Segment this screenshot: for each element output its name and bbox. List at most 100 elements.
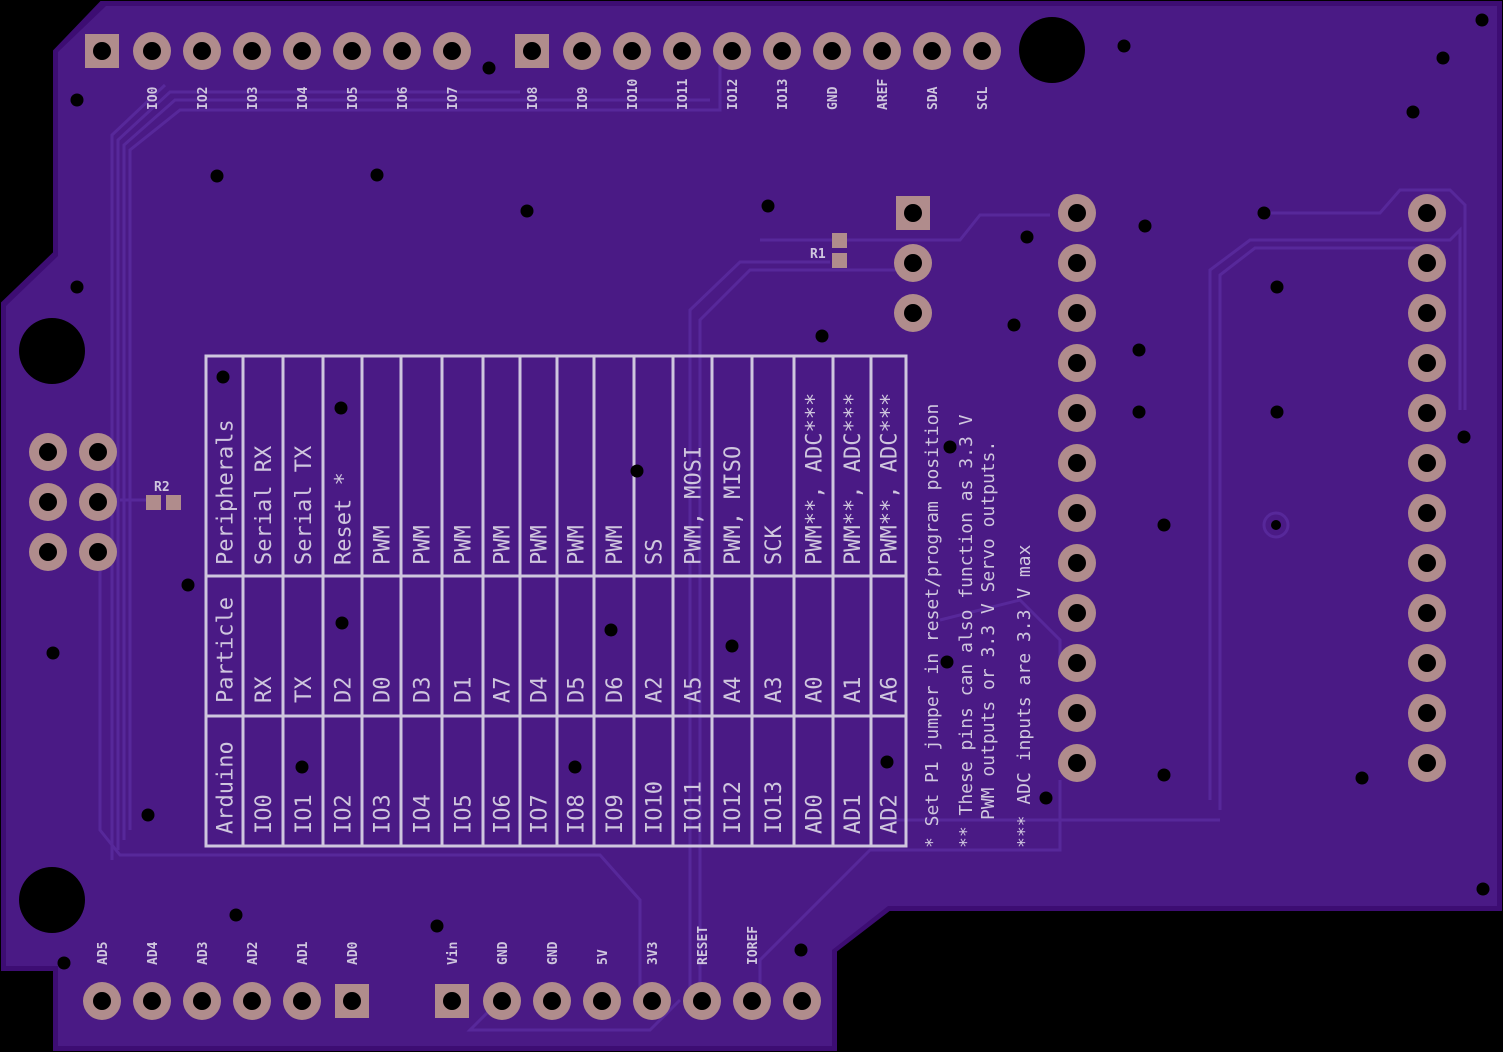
drill-hole (1418, 604, 1436, 622)
via (880, 755, 894, 769)
top-pin-label: IO2 (196, 87, 211, 110)
pin-table-cell: IO12 (721, 781, 746, 834)
drill-hole (743, 992, 761, 1010)
top-pin-label: IO12 (726, 79, 741, 110)
top-pin-label: IO4 (296, 86, 311, 110)
pin-table-cell: PWM (565, 525, 590, 565)
drill-hole (643, 992, 661, 1010)
pin-table-cell: A0 (803, 677, 828, 704)
pin-table-cell: IO3 (371, 794, 396, 834)
mounting-holes (19, 17, 1085, 933)
pin-table-cell: PWM, MOSI (682, 446, 707, 565)
pin-table-cell: Reset * (332, 472, 357, 565)
drill-hole (723, 42, 741, 60)
pin-table-cell: IO5 (452, 794, 477, 834)
pin-table-cell: A7 (491, 677, 516, 704)
drill-hole (293, 42, 311, 60)
pin-table-cell: D1 (452, 677, 477, 704)
drill-hole (243, 42, 261, 60)
pin-table-cell: SS (643, 539, 668, 566)
pin-table-cell: RX (252, 676, 277, 703)
drill-hole (1068, 504, 1086, 522)
power-pin-label: RESET (696, 926, 711, 965)
drill-hole (1068, 554, 1086, 572)
trace (760, 213, 1050, 242)
pin-table-cell: PWM (452, 525, 477, 565)
drill-hole (443, 992, 461, 1010)
drill-hole (143, 42, 161, 60)
drill-hole (243, 992, 261, 1010)
r2-pad (146, 495, 161, 510)
via (1270, 280, 1284, 294)
drill-hole (573, 42, 591, 60)
power-pin-label: Vin (446, 942, 461, 965)
via (520, 204, 534, 218)
top-pin-label: IO0 (146, 86, 161, 110)
drill-hole (1068, 204, 1086, 222)
top-pin-label: IO8 (526, 86, 541, 110)
pin-table-header: Particle (214, 597, 239, 703)
pin-table-cell: IO11 (682, 781, 707, 834)
top-pin-label: AREF (876, 79, 891, 110)
top-pin-label: IO13 (776, 79, 791, 110)
top-pin-label: IO7 (446, 87, 461, 110)
via (1138, 219, 1152, 233)
pin-table-cell: IO0 (252, 794, 277, 834)
trace (758, 780, 1062, 1000)
via (430, 919, 444, 933)
analog-pin-label: AD5 (96, 942, 111, 965)
mounting-hole (19, 867, 85, 933)
traces (98, 60, 1467, 1032)
drill-hole (443, 42, 461, 60)
pin-table-cell: SCK (762, 525, 787, 565)
trace (939, 598, 1062, 660)
drill-hole (543, 992, 561, 1010)
drill-hole (1418, 304, 1436, 322)
via (1271, 520, 1281, 530)
pin-table-cell: D6 (603, 677, 628, 704)
drill-hole (143, 992, 161, 1010)
drill-hole (523, 42, 541, 60)
pin-table-cell: AD1 (841, 794, 866, 834)
via (1475, 13, 1489, 27)
via (181, 578, 195, 592)
via (1039, 791, 1053, 805)
via (1132, 405, 1146, 419)
via (1117, 39, 1131, 53)
drill-hole (904, 254, 922, 272)
pin-table-cell: A6 (878, 677, 903, 704)
power-pin-label: 3V3 (646, 942, 661, 965)
drill-hole (823, 42, 841, 60)
pin-table-cell: Serial RX (252, 445, 277, 565)
drill-hole (1418, 554, 1436, 572)
via (940, 655, 954, 669)
via (70, 93, 84, 107)
analog-pin-label: AD3 (196, 942, 211, 965)
drill-hole (1418, 704, 1436, 722)
pin-table-cell: IO1 (292, 794, 317, 834)
pin-table-cell: IO8 (565, 794, 590, 834)
pin-table-cell: PWM**, ADC*** (803, 393, 828, 565)
via (482, 61, 496, 75)
via (70, 280, 84, 294)
drill-hole (623, 42, 641, 60)
trace (98, 560, 642, 1000)
trace (1208, 226, 1462, 800)
via (1007, 318, 1021, 332)
pin-table-cell: IO10 (643, 781, 668, 834)
pin-table-cell: D0 (371, 677, 396, 704)
drill-hole (773, 42, 791, 60)
top-pin-label: SCL (976, 86, 991, 110)
pin-table-cell: D5 (565, 677, 590, 704)
note-line: * Set P1 jumper in reset/program positio… (922, 404, 943, 848)
drill-hole (393, 42, 411, 60)
via (1457, 430, 1471, 444)
top-pin-label: IO9 (576, 87, 591, 110)
via (630, 464, 644, 478)
drill-hole (193, 42, 211, 60)
trace (466, 998, 682, 1032)
top-pin-label: IO3 (246, 87, 261, 110)
via (370, 168, 384, 182)
pin-table-cell: IO7 (528, 794, 553, 834)
